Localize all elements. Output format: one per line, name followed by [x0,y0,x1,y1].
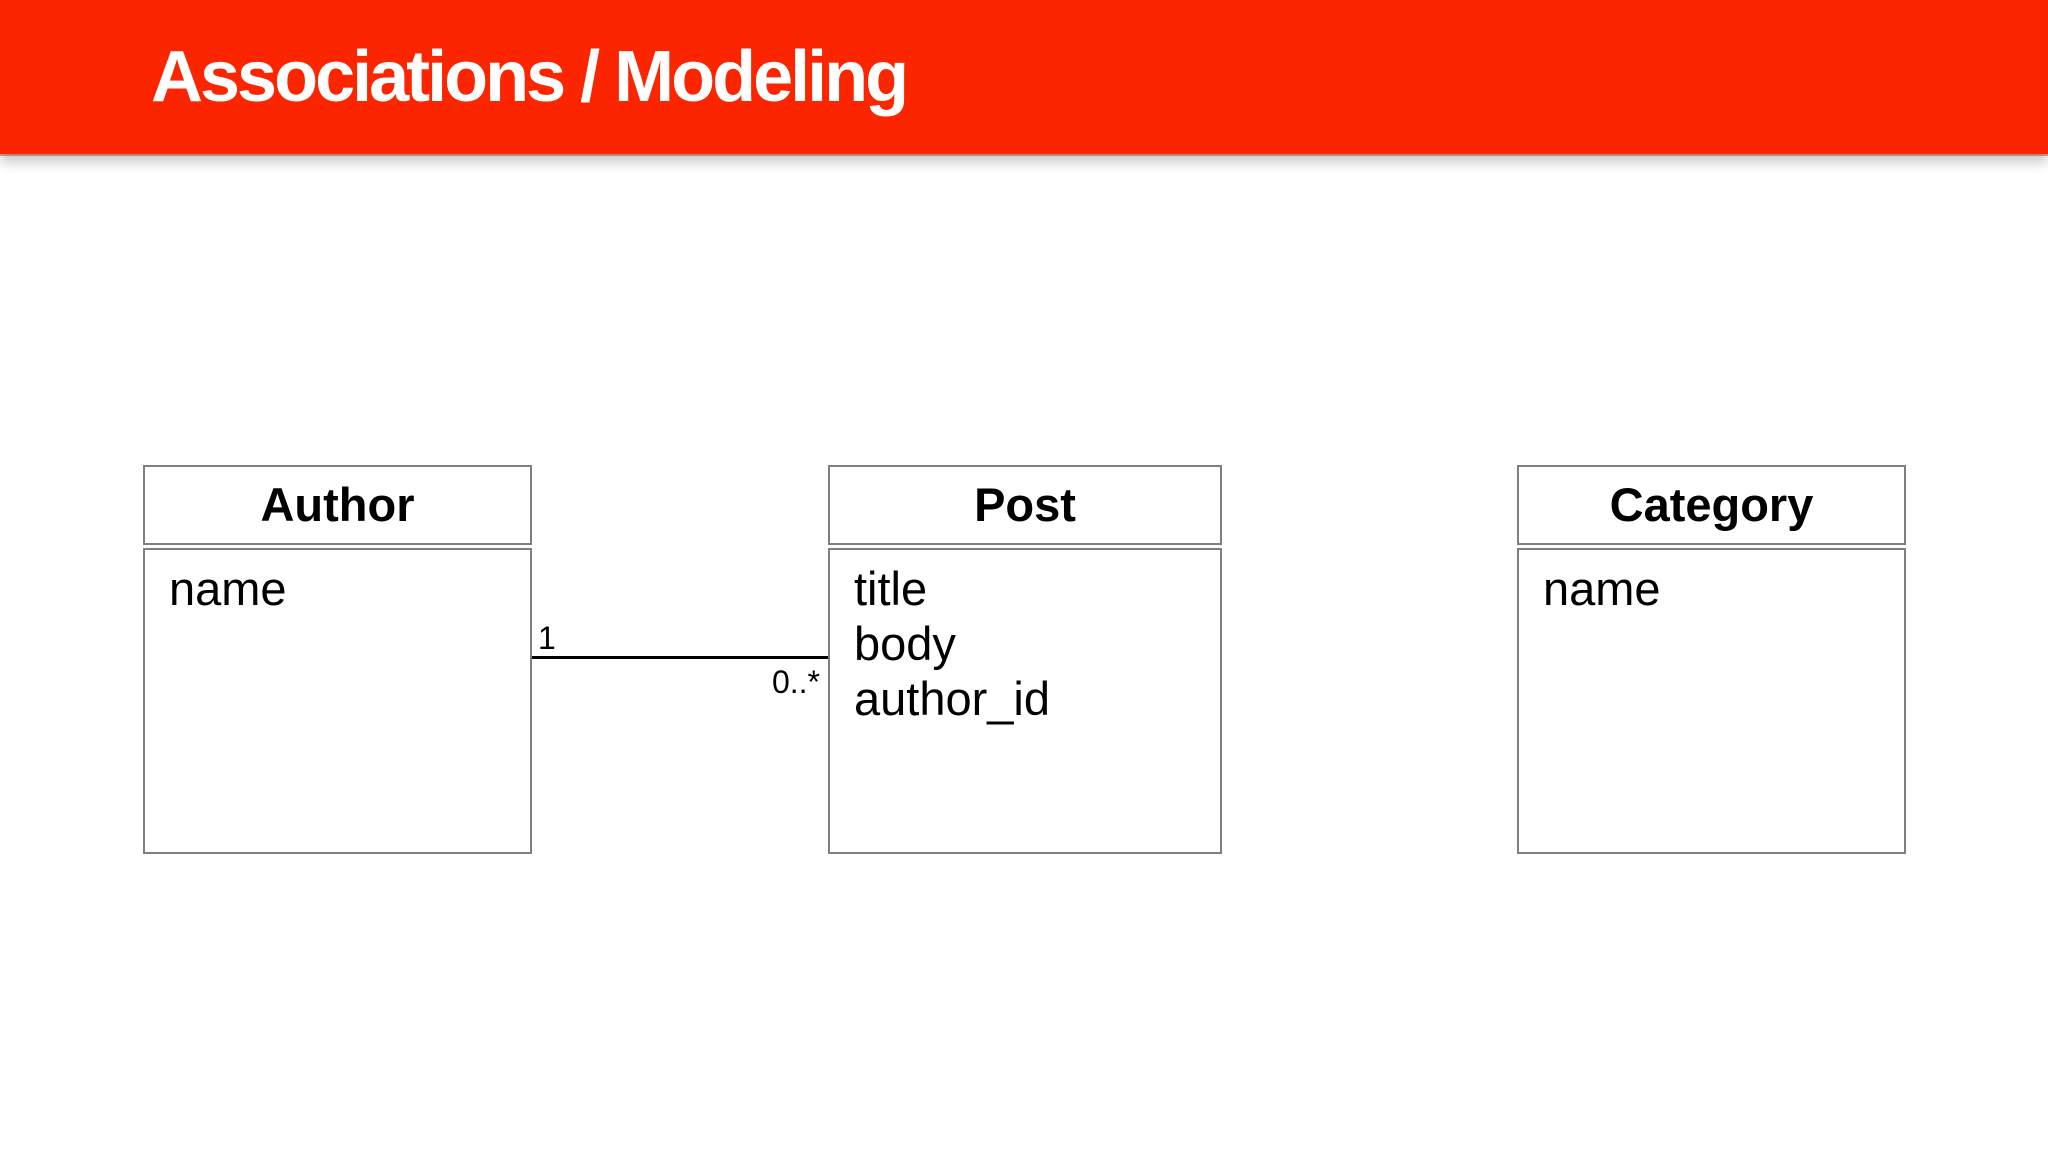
entity-body-category: name [1517,548,1906,854]
attribute-category-name: name [1543,562,1661,615]
entity-header-category: Category [1517,465,1906,545]
entity-header-post: Post [828,465,1222,545]
attribute-author-name: name [169,562,287,615]
entity-header-author: Author [143,465,532,545]
attribute-post-author-id: author_id [854,672,1050,725]
association-line-author-post [532,656,828,659]
entity-box-post: Post title body author_id [828,465,1222,854]
entity-box-author: Author name [143,465,532,854]
entity-title-post: Post [974,478,1076,531]
entity-title-category: Category [1609,478,1814,531]
entity-title-author: Author [260,478,415,531]
multiplicity-label-many: 0..* [771,664,820,700]
multiplicity-label-one: 1 [538,620,556,656]
slide-title: Associations / Modeling [151,37,909,117]
slide-header: Associations / Modeling [0,0,2048,154]
entity-body-author: name [143,548,532,854]
attribute-post-body: body [854,617,956,670]
attribute-post-title: title [854,562,928,615]
entity-body-post: title body author_id [828,548,1222,854]
entity-box-category: Category name [1517,465,1906,854]
